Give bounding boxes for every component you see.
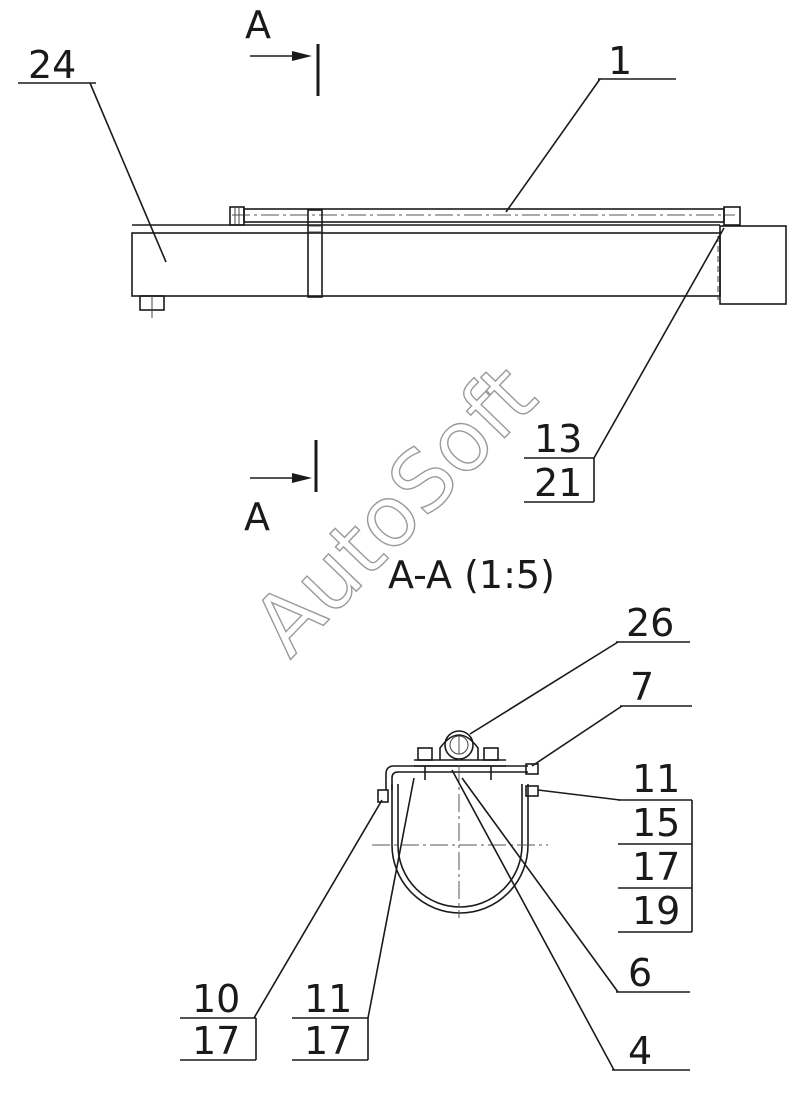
callout-4: 4 [451,769,690,1073]
callout-17b-label: 17 [192,1019,240,1063]
clamp-band [307,209,323,298]
callout-26-label: 26 [626,601,674,645]
callout-15-label: 15 [632,801,680,845]
callout-21-label: 21 [534,461,582,505]
callout-6-label: 6 [628,951,652,995]
pipe-section [397,784,523,908]
section-mark-top: A [245,3,320,96]
callout-17c-label: 17 [304,1019,352,1063]
callout-24: 24 [18,43,167,263]
callout-11b-label: 11 [304,977,352,1021]
section-letter-top: A [245,3,271,47]
callout-13-label: 13 [534,417,582,461]
body-part-24 [131,232,721,297]
callout-10-label: 10 [192,977,240,1021]
callout-7-label: 7 [630,665,654,709]
callout-17a-label: 17 [632,845,680,889]
section-mark-bottom: A [244,440,318,539]
section-view [372,730,548,918]
section-letter-bottom: A [244,495,270,539]
callout-1-label: 1 [608,39,632,83]
watermark-logo: AutoSoft [234,346,555,674]
callout-10-17: 10 17 [180,799,383,1063]
callout-11-15-17-19: 11 15 17 19 [537,757,693,933]
callout-7: 7 [531,665,692,767]
callout-11a-label: 11 [632,757,680,801]
callout-24-label: 24 [28,43,76,87]
callout-26: 26 [469,601,690,735]
side-view [131,206,787,318]
callout-4-label: 4 [628,1029,652,1073]
callout-1: 1 [505,39,676,213]
callout-13-21: 13 21 [524,227,725,505]
callout-11-17: 11 17 [292,777,415,1063]
callout-6: 6 [461,777,690,995]
callout-19-label: 19 [632,889,680,933]
section-title: A-A (1:5) [388,553,555,597]
end-block [719,225,787,305]
